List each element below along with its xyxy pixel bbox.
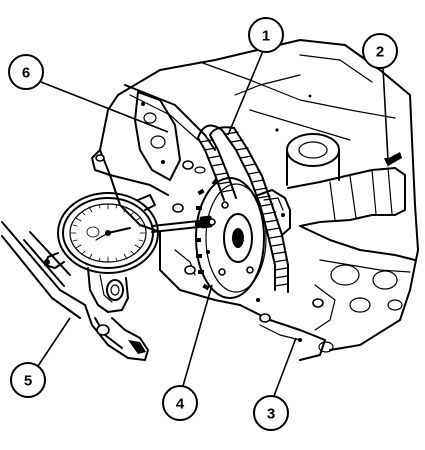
support-rod xyxy=(1,221,86,319)
leader-4 xyxy=(182,284,213,387)
leader-1 xyxy=(227,50,264,136)
cylinder-head xyxy=(117,39,419,361)
callout-label-2: 2 xyxy=(376,44,384,61)
callout-6: 6 xyxy=(8,54,44,90)
leader-3 xyxy=(273,337,297,397)
leader-2 xyxy=(382,67,389,161)
callout-3: 3 xyxy=(253,395,289,431)
callout-4: 4 xyxy=(162,385,198,421)
callout-5: 5 xyxy=(10,362,46,398)
timing-chain xyxy=(197,124,289,293)
front-cover xyxy=(91,84,260,306)
callout-label-6: 6 xyxy=(22,65,30,82)
dial-indicator xyxy=(44,192,216,361)
callout-label-3: 3 xyxy=(267,406,275,423)
callout-label-1: 1 xyxy=(262,28,270,45)
callout-2: 2 xyxy=(362,33,398,69)
callout-label-5: 5 xyxy=(24,373,32,390)
leader-5 xyxy=(37,317,71,367)
callout-label-4: 4 xyxy=(176,396,185,413)
leader-6 xyxy=(40,81,169,133)
camshaft-sprocket xyxy=(195,177,291,299)
leader-lines xyxy=(37,50,392,397)
callout-1: 1 xyxy=(248,17,284,53)
